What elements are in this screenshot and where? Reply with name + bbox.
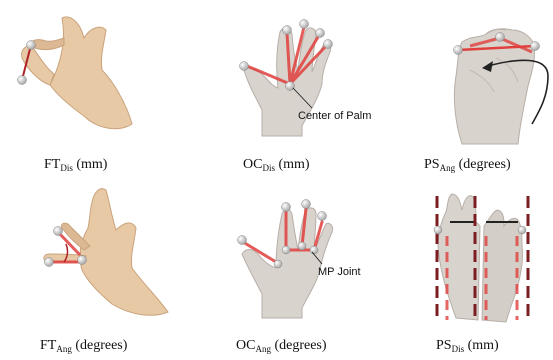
- ft-ang-hand-image: [44, 189, 168, 316]
- marker-ball: [283, 26, 292, 35]
- marker-ball: [434, 226, 442, 234]
- caption-oc-dis: OCDis (mm): [243, 157, 310, 176]
- caption-oc-ang: OCAng (degrees): [236, 338, 327, 357]
- mp-joint-label: MP Joint: [318, 266, 361, 278]
- marker-ball: [316, 29, 325, 38]
- marker-ball: [298, 242, 306, 250]
- marker-ball: [27, 41, 36, 50]
- marker-ball: [240, 62, 249, 71]
- center-of-palm-label: Center of Palm: [298, 110, 371, 122]
- marker-ball: [318, 212, 327, 221]
- marker-ball: [310, 246, 318, 254]
- caption-ft-dis: FTDis (mm): [44, 157, 107, 176]
- ft-dis-hand-image: [18, 17, 133, 129]
- ps-ang-hand-image: [454, 29, 549, 144]
- marker-ball: [78, 256, 87, 265]
- marker-ball: [324, 40, 333, 49]
- ps-dis-hand-image: [434, 194, 528, 322]
- marker-ball: [518, 226, 526, 234]
- marker-ball: [18, 76, 27, 85]
- marker-ball: [238, 236, 247, 245]
- marker-ball: [300, 20, 309, 29]
- oc-ang-hand-image: [238, 200, 333, 319]
- caption-ft-ang: FTAng (degrees): [40, 338, 127, 357]
- marker-ball: [282, 246, 290, 254]
- marker-ball: [286, 82, 295, 91]
- marker-ball: [531, 42, 540, 51]
- marker-ball: [45, 258, 54, 267]
- caption-ps-dis: PSDis (mm): [436, 338, 499, 357]
- marker-ball: [282, 203, 291, 212]
- marker-ball: [302, 200, 311, 209]
- marker-ball: [454, 46, 463, 55]
- marker-ball: [496, 33, 505, 42]
- marker-ball: [54, 227, 63, 236]
- caption-ps-ang: PSAng (degrees): [424, 157, 511, 176]
- marker-ball: [274, 260, 282, 268]
